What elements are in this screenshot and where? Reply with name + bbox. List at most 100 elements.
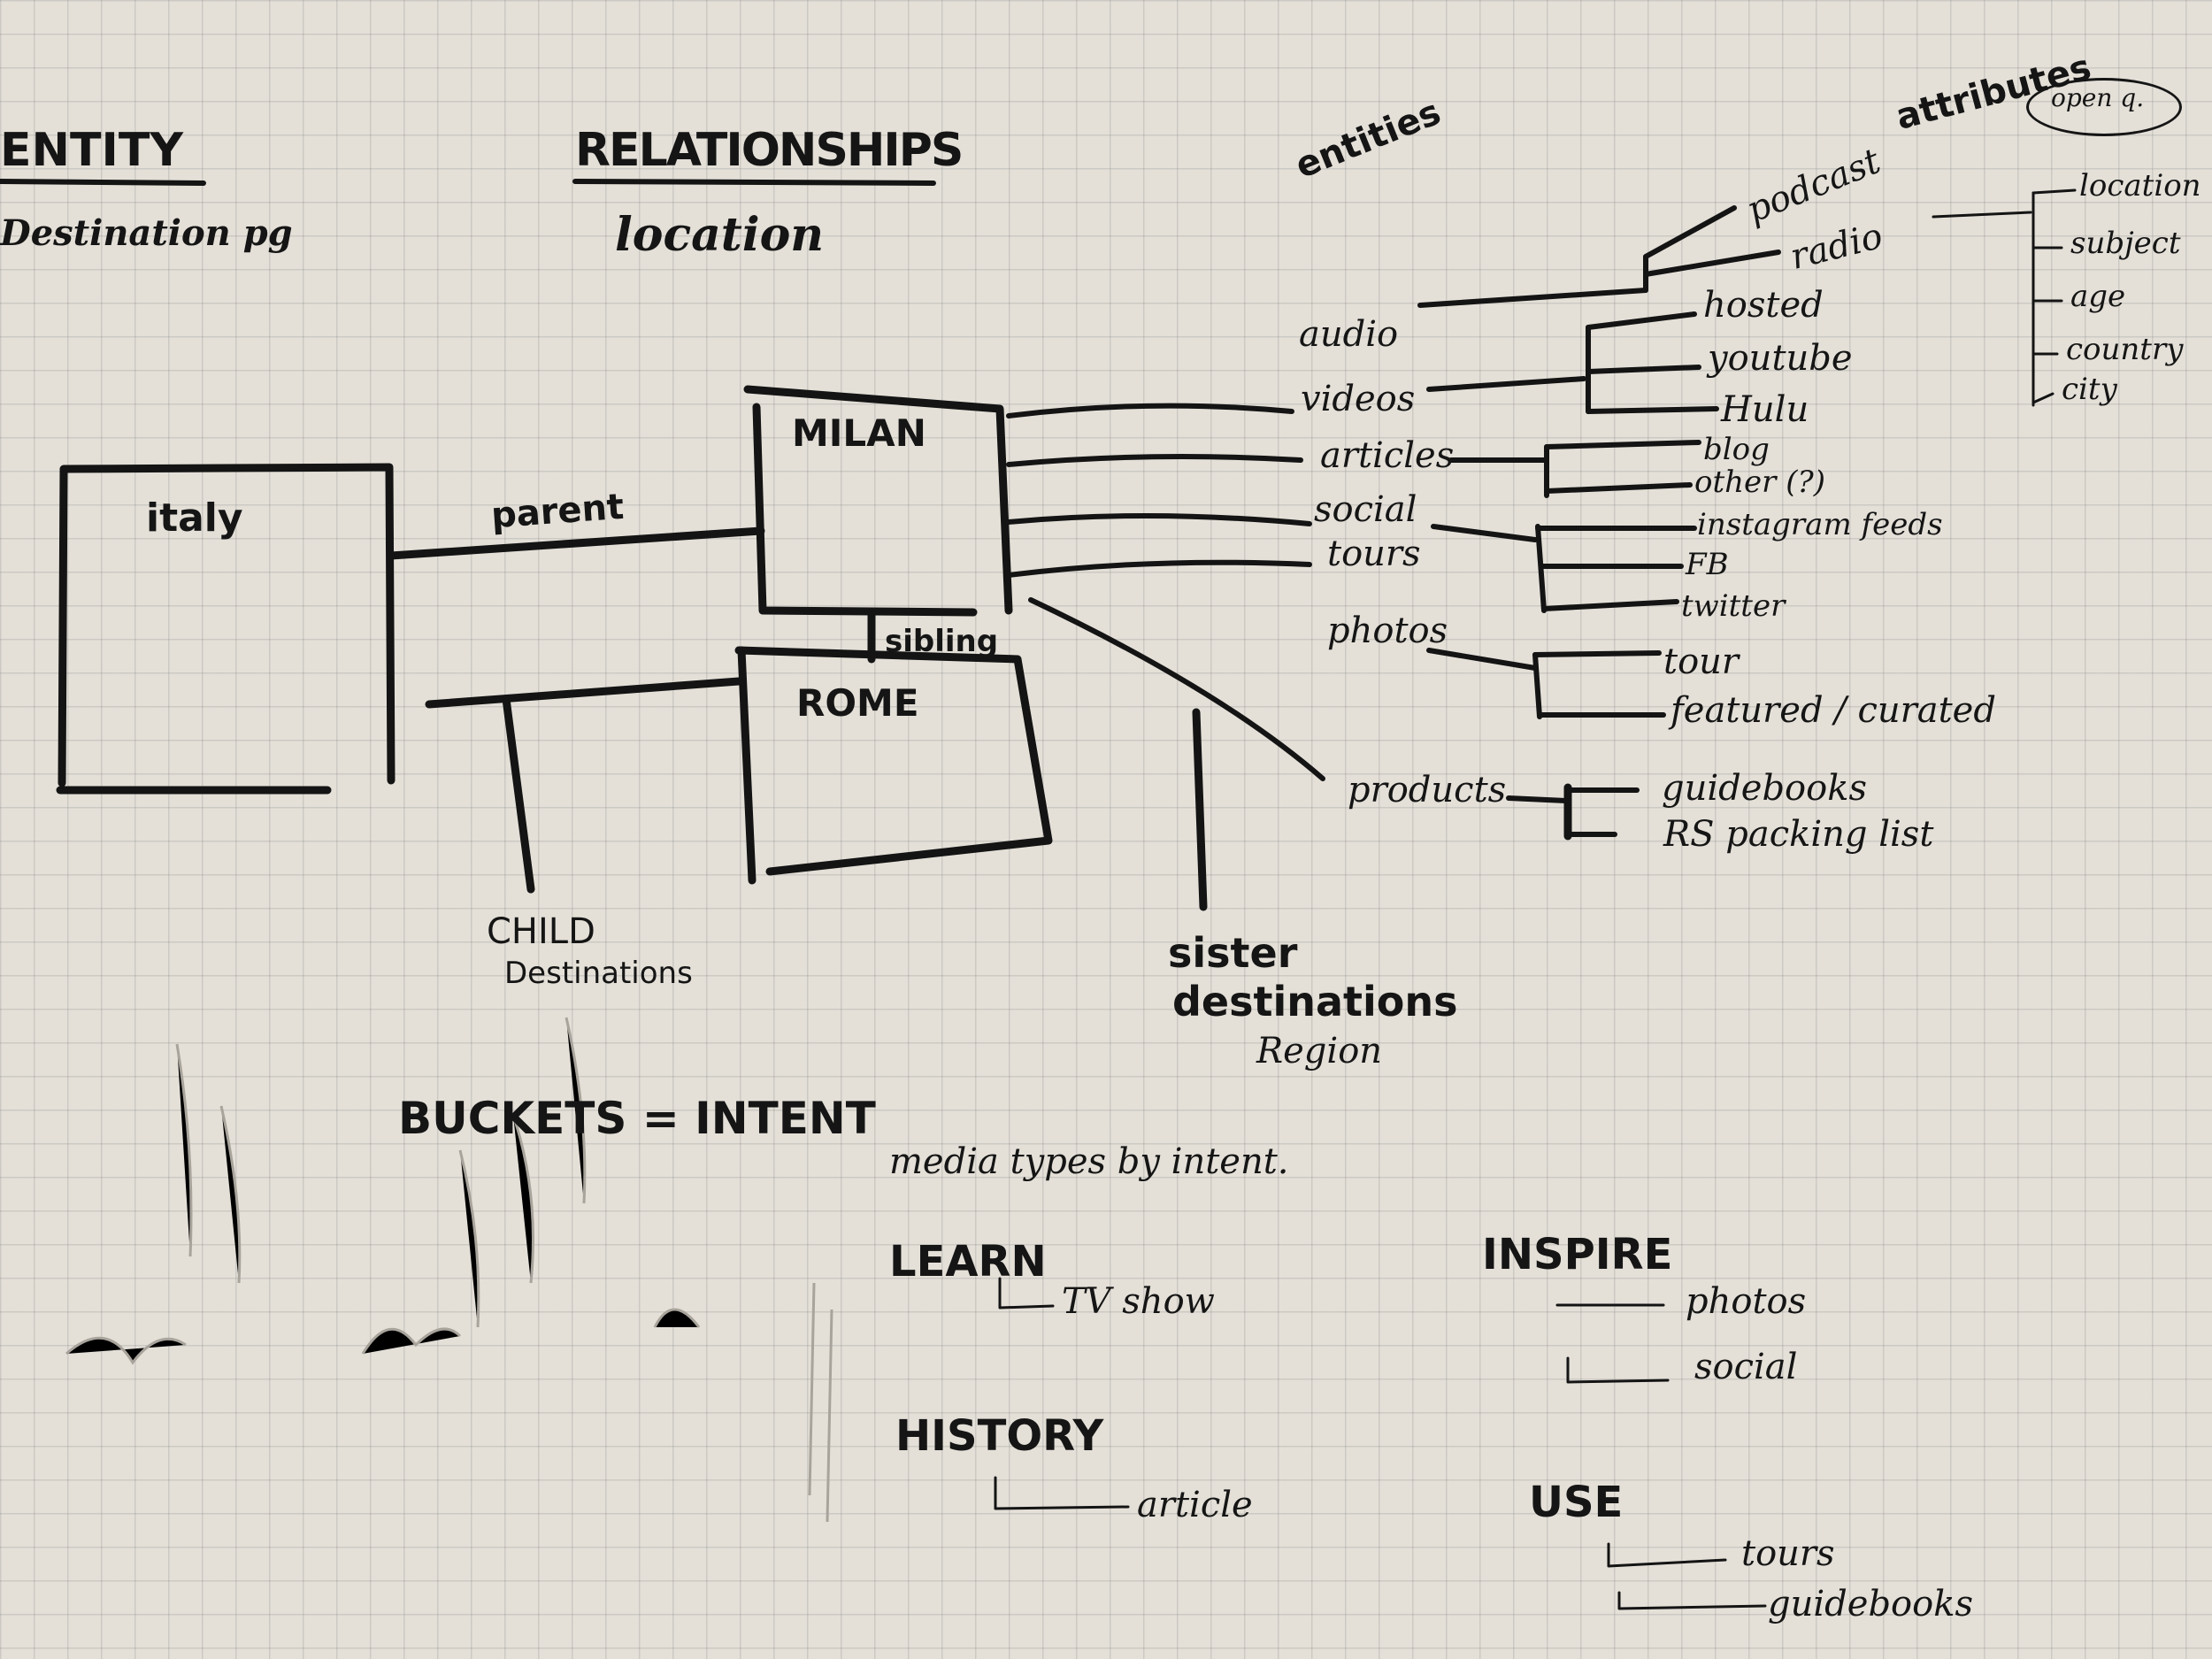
item-tour: tour <box>1663 641 1740 682</box>
child-stem <box>502 695 535 894</box>
item-instagram: instagram feeds <box>1697 507 1943 542</box>
bucket-learn-item: TV show <box>1062 1281 1215 1322</box>
audio-line <box>1417 288 1648 308</box>
rome-box-left <box>737 646 757 885</box>
tour-branch <box>1532 650 1662 657</box>
tick-tv-show <box>998 1277 1055 1310</box>
entity-underline <box>0 179 206 186</box>
heading-relationships: RELATIONSHIPS <box>575 124 964 177</box>
item-hosted: hosted <box>1703 285 1824 326</box>
node-milan: MILAN <box>792 411 926 455</box>
ghost-mark <box>565 1017 587 1204</box>
line-tours <box>1006 559 1312 578</box>
tick-social <box>1566 1356 1670 1384</box>
ghost-mark <box>65 1336 187 1365</box>
relation-child-sub: Destinations <box>504 956 693 991</box>
other-branch <box>1544 482 1693 494</box>
tick-tours <box>1607 1542 1727 1568</box>
bucket-learn: LEARN <box>889 1237 1047 1286</box>
item-guidebooks: guidebooks <box>1662 768 1867 809</box>
item-featured: featured / curated <box>1671 690 1996 731</box>
child-line <box>425 677 743 709</box>
milan-box-left <box>752 403 978 617</box>
attr-city-branch <box>2032 392 2055 404</box>
ghost-mark <box>175 1043 193 1257</box>
products-line <box>1506 795 1569 803</box>
relation-region: Region <box>1256 1031 1383 1071</box>
item-packing-list: RS packing list <box>1663 814 1934 855</box>
open-question-oval <box>2026 78 2182 136</box>
hulu-branch <box>1586 406 1719 414</box>
media-articles: articles <box>1320 435 1455 476</box>
ghost-mark <box>458 1149 480 1328</box>
media-products: products <box>1348 770 1507 810</box>
relation-sibling: sibling <box>885 624 999 659</box>
youtube-branch <box>1586 365 1701 374</box>
tick-guidebooks <box>1617 1591 1767 1610</box>
ghost-mark <box>826 1309 833 1523</box>
open-question-label: open q. <box>2051 83 2145 112</box>
bucket-inspire-photos: photos <box>1686 1281 1807 1322</box>
videos-line <box>1426 376 1586 392</box>
rome-box <box>734 646 1053 876</box>
tick-article <box>994 1476 1130 1510</box>
item-hulu: Hulu <box>1721 389 1809 430</box>
ghost-mark <box>219 1105 242 1284</box>
ghost-mark <box>808 1282 816 1496</box>
photos-bracket <box>1532 652 1542 719</box>
italy-box <box>58 463 396 787</box>
attributes-line <box>1932 211 2032 219</box>
item-twitter: twitter <box>1681 588 1786 624</box>
buckets-subtitle: media types by intent. <box>889 1141 1289 1182</box>
relation-sister-sub: destinations <box>1172 978 1458 1025</box>
item-fb: FB <box>1686 547 1729 582</box>
attr-location-branch <box>2032 188 2077 195</box>
photos-line <box>1426 648 1538 671</box>
radio-branch <box>1643 250 1781 277</box>
ghost-mark <box>361 1327 462 1355</box>
relationships-underline <box>572 179 936 186</box>
twitter-branch <box>1541 599 1679 611</box>
media-videos: videos <box>1301 379 1416 419</box>
media-audio: audio <box>1299 314 1399 355</box>
sister-line <box>1192 708 1208 911</box>
node-rome: ROME <box>796 681 919 725</box>
node-italy: italy <box>146 495 243 541</box>
item-blog: blog <box>1703 432 1770 467</box>
bucket-inspire: INSPIRE <box>1482 1230 1673 1279</box>
blog-branch <box>1544 440 1701 449</box>
line-audio <box>1006 403 1294 419</box>
attribute-age: age <box>2070 279 2126 314</box>
milan-box <box>743 385 1013 615</box>
ghost-mark <box>653 1308 701 1328</box>
podcast-branch <box>1643 205 1737 293</box>
ghost-mark <box>511 1114 534 1284</box>
attribute-country: country <box>2066 332 2184 367</box>
entity-subtitle: Destination pg <box>0 212 293 254</box>
bucket-use-guidebooks: guidebooks <box>1768 1584 1973 1624</box>
bucket-use-tours: tours <box>1741 1533 1835 1574</box>
item-other: other (?) <box>1694 465 1825 500</box>
bucket-history: HISTORY <box>895 1411 1104 1461</box>
media-social: social <box>1314 489 1417 530</box>
attribute-subject: subject <box>2070 226 2181 261</box>
bucket-history-item: article <box>1137 1485 1253 1525</box>
hosted-branch <box>1586 311 1697 330</box>
social-line <box>1431 524 1538 542</box>
heading-entity: ENTITY <box>0 124 183 177</box>
line-products <box>1028 597 1325 781</box>
media-tours: tours <box>1327 534 1421 574</box>
relation-sister: sister <box>1168 929 1298 977</box>
buckets-title: BUCKETS = INTENT <box>398 1093 876 1144</box>
attribute-city: city <box>2062 372 2117 407</box>
line-social <box>1006 512 1312 526</box>
bucket-use: USE <box>1529 1478 1624 1527</box>
relation-child: CHILD <box>487 911 595 952</box>
relationships-subtitle: location <box>615 208 825 262</box>
attribute-location: location <box>2079 168 2201 204</box>
media-photos: photos <box>1327 611 1448 651</box>
bucket-inspire-social: social <box>1694 1347 1798 1387</box>
parent-line <box>387 526 765 560</box>
